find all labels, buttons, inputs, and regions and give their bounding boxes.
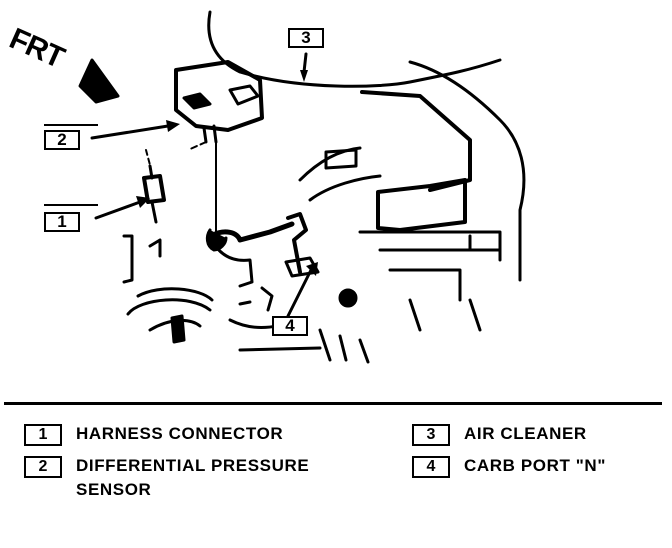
callout-1-overline	[44, 204, 98, 206]
callout-4: 4	[272, 316, 308, 336]
leader-line-2	[90, 124, 170, 140]
legend-number-4: 4	[412, 456, 450, 478]
legend-divider	[4, 402, 662, 405]
legend-number-3: 3	[412, 424, 450, 446]
legend-text-1: HARNESS CONNECTOR	[76, 424, 284, 443]
engine-line-art	[78, 10, 526, 364]
callout-2: 2	[44, 130, 80, 150]
callout-1: 1	[44, 212, 80, 232]
air-cleaner-shape	[207, 10, 526, 308]
legend-text-4: CARB PORT "N"	[464, 456, 606, 475]
legend-text-2: DIFFERENTIAL PRESSURE SENSOR	[76, 456, 310, 499]
leader-line-3	[302, 52, 308, 74]
legend-item-1: 1 HARNESS CONNECTOR	[24, 424, 283, 446]
leader-line-1	[94, 200, 142, 220]
harness-connector-shape	[142, 149, 166, 224]
legend: 1 HARNESS CONNECTOR 2 DIFFERENTIAL PRESS…	[0, 420, 672, 540]
legend-item-3: 3 AIR CLEANER	[412, 424, 587, 446]
legend-item-2: 2 DIFFERENTIAL PRESSURE SENSOR	[24, 456, 394, 502]
callout-3: 3	[288, 28, 324, 48]
callout-2-overline	[44, 124, 98, 126]
engine-block-shape	[122, 234, 482, 364]
leader-lines	[90, 52, 318, 318]
legend-number-2: 2	[24, 456, 62, 478]
front-arrow-icon	[78, 58, 120, 104]
leader-line-4	[286, 266, 314, 318]
legend-number-1: 1	[24, 424, 62, 446]
legend-item-4: 4 CARB PORT "N"	[412, 456, 606, 478]
vacuum-hose-shape	[205, 212, 320, 288]
legend-text-3: AIR CLEANER	[464, 424, 587, 443]
engine-diagram: FRT 2 1 3 4	[5, 10, 526, 364]
pressure-sensor-shape	[174, 60, 264, 237]
